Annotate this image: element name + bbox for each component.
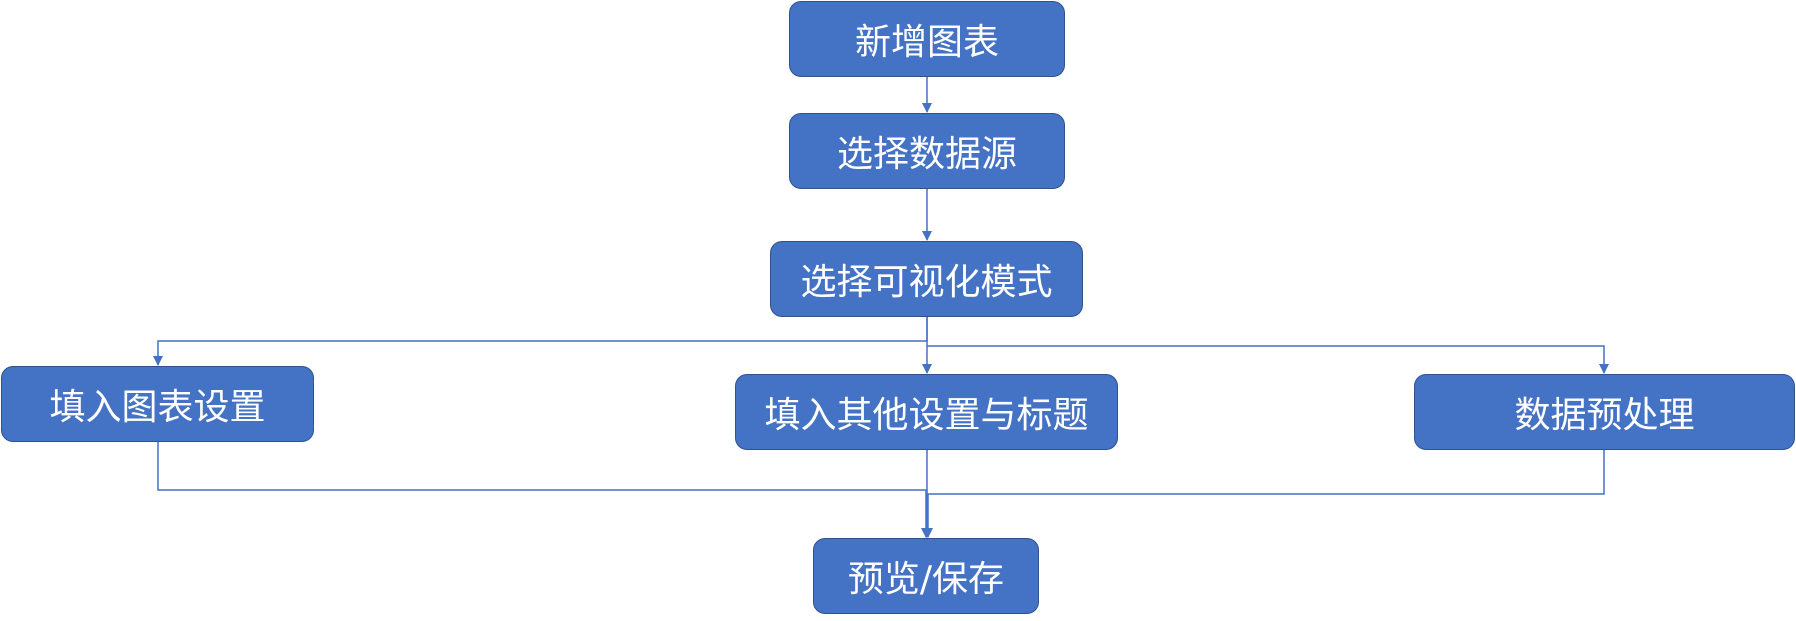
edge-mode-to-chart-settings bbox=[153, 317, 928, 366]
edge-preprocess-to-save bbox=[923, 450, 1605, 538]
node-fill-chart-settings: 填入图表设置 bbox=[1, 366, 314, 442]
edge-mode-to-preprocess bbox=[927, 345, 1609, 374]
node-select-visualization-mode: 选择可视化模式 bbox=[770, 241, 1083, 317]
node-data-preprocessing: 数据预处理 bbox=[1414, 374, 1795, 450]
node-preview-save: 预览/保存 bbox=[813, 538, 1039, 614]
node-select-data-source: 选择数据源 bbox=[789, 113, 1065, 189]
edge-chart-settings-to-save bbox=[157, 442, 931, 538]
node-new-chart: 新增图表 bbox=[789, 1, 1065, 77]
node-fill-other-settings-and-title: 填入其他设置与标题 bbox=[735, 374, 1118, 450]
